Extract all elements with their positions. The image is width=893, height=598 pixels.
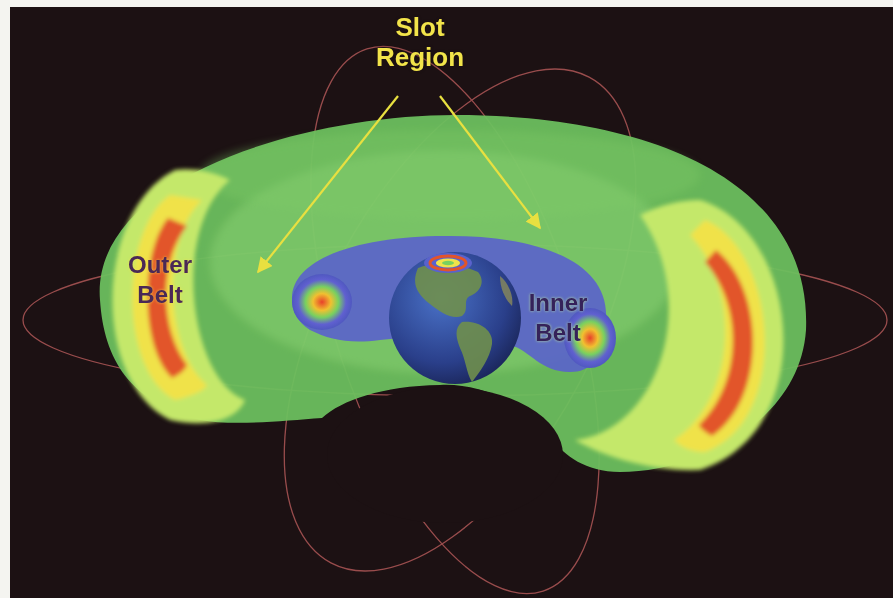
illustration-part: [253, 12, 657, 598]
illustration-part: [674, 220, 765, 452]
orbit-lines: [23, 12, 887, 598]
space-background: [10, 7, 893, 598]
illustration-part: [436, 259, 460, 268]
outer-torus: [100, 115, 807, 523]
region-label: Slot Region: [374, 12, 466, 72]
outer-belt-left: [112, 169, 245, 423]
illustration-part: [112, 169, 245, 423]
illustration-part: [430, 256, 466, 270]
illustration-part: [442, 261, 454, 265]
inner-belt-section: [292, 274, 352, 330]
earth: [389, 252, 521, 384]
region-label: Inner Belt: [527, 288, 590, 348]
leader-arrows: [258, 96, 540, 272]
illustration-part: [424, 253, 472, 273]
leader-arrow: [258, 96, 398, 272]
illustration-part: [699, 250, 753, 436]
region-label: Outer Belt: [126, 250, 194, 310]
illustration-part: [500, 276, 512, 306]
leader-arrow: [440, 96, 540, 228]
illustration-part: [389, 252, 521, 384]
illustration-part: [457, 322, 493, 382]
illustration-part: [327, 387, 563, 523]
illustration-part: [200, 130, 700, 220]
